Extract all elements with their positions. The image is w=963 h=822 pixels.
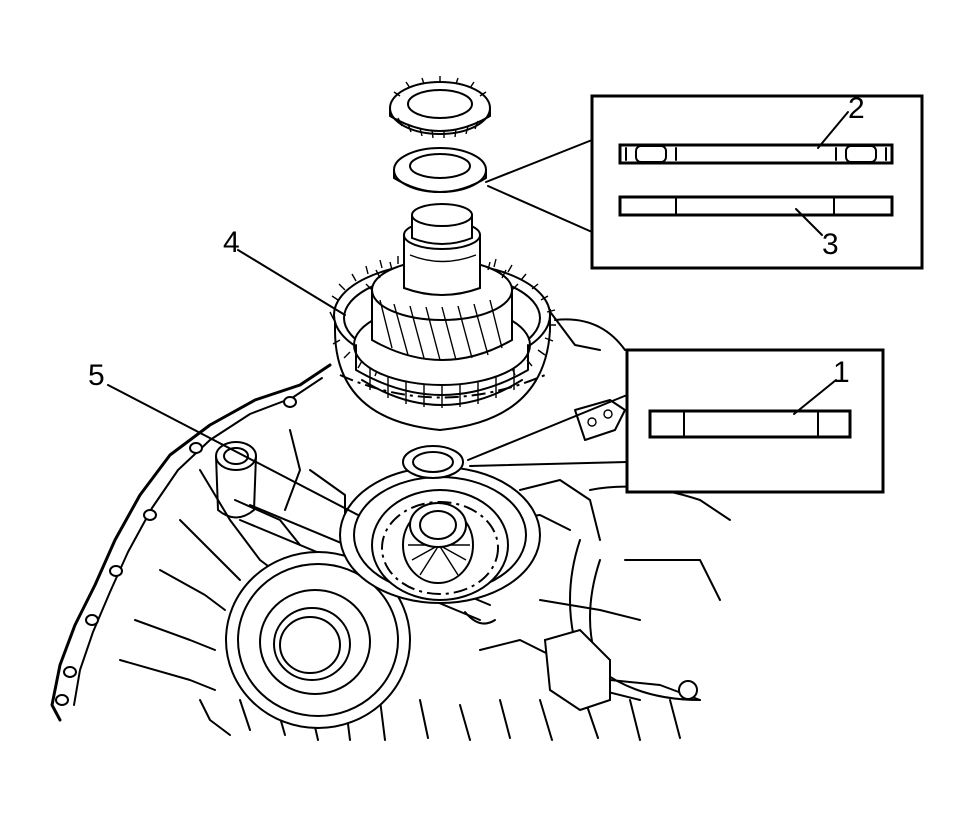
part-1-cross-section: [648, 409, 852, 439]
gear-assembly-part-4: [329, 203, 556, 432]
flange-bolt-holes: [55, 396, 297, 706]
transmission-housing: [50, 304, 731, 741]
thrust-washer-part-3: [393, 147, 487, 193]
callout-4: 4: [223, 226, 240, 259]
callout-2: 2: [848, 92, 865, 125]
callout-leaders: [107, 249, 359, 516]
bearing-bore: [225, 551, 411, 729]
differential-gear: [339, 466, 541, 604]
callout-1: 1: [833, 356, 850, 389]
callout-labels: 1 2 3 4 5: [88, 92, 865, 392]
part-2-cross-section: [618, 143, 894, 165]
callout-5: 5: [88, 359, 105, 392]
detail-box-part-1: [467, 348, 885, 494]
thrust-bearing-part-2: [389, 76, 491, 139]
small-bearing-part-1: [402, 445, 464, 479]
locating-pin: [215, 441, 257, 519]
detail-box-parts-2-3: [485, 94, 924, 270]
callout-3: 3: [822, 228, 839, 261]
part-3-cross-section: [618, 195, 894, 217]
